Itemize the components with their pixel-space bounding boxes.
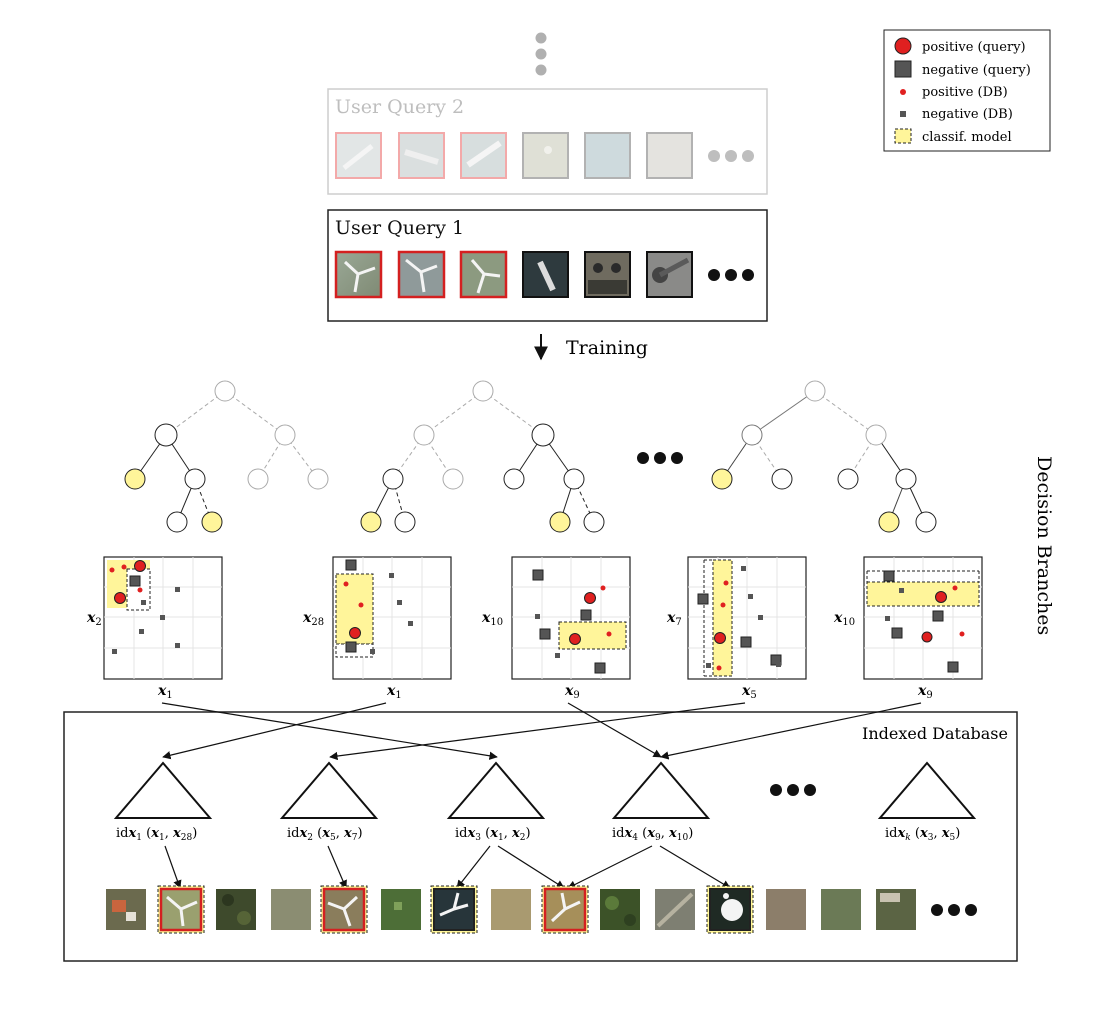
retrieval-arrows (164, 845, 731, 889)
db-thumb-retrieved (430, 885, 478, 934)
legend: positive (query) negative (query) positi… (883, 29, 1051, 152)
index-label-3: idx3 (x1, x2) (455, 826, 531, 843)
db-thumb (876, 889, 916, 930)
query1-thumb-negative (584, 251, 631, 298)
db-thumb (766, 889, 806, 930)
db-thumb (216, 889, 256, 930)
ellipsis-icon (637, 452, 683, 464)
decision-trees (124, 380, 937, 533)
legend-positive-query-icon (894, 37, 912, 55)
user-query-2-title: User Query 2 (335, 96, 464, 118)
mapping-arrows (161, 702, 922, 761)
db-thumb (271, 889, 311, 930)
legend-model-icon (894, 128, 912, 144)
legend-negative-query-icon (894, 60, 912, 78)
tree-1 (124, 380, 329, 533)
index-label-k: idxk (x3, x5) (885, 826, 960, 843)
tree-3 (711, 380, 937, 533)
plot-2-xlabel: x1 (386, 683, 402, 701)
scatter-plot-4 (687, 556, 807, 680)
index-labels: idx1 (x1, x28) idx2 (x5, x7) idx3 (x1, x… (116, 826, 960, 843)
query2-thumb-negative (584, 132, 631, 179)
db-thumb-retrieved (706, 885, 754, 934)
scatter-plot-3 (511, 556, 631, 680)
indexed-database-title: Indexed Database (862, 724, 1008, 743)
query1-thumbnails (334, 250, 754, 299)
ellipsis-icon (708, 150, 754, 162)
db-thumb (655, 889, 695, 930)
user-query-1-panel: User Query 1 (327, 209, 768, 322)
query2-thumbnails (335, 132, 754, 179)
index-label-4: idx4 (x9, x10) (612, 826, 693, 843)
scatter-plot-5 (863, 556, 983, 680)
plot-axis-labels: x2 x1 x28 x1 x10 x9 x7 x5 x10 x9 (86, 610, 933, 701)
user-query-2-panel: User Query 2 (327, 88, 768, 195)
index-triangles (113, 761, 977, 819)
query1-thumb-positive (334, 250, 383, 299)
query1-thumb-negative (522, 251, 569, 298)
index-tree-4 (611, 761, 711, 819)
ellipsis-icon (931, 904, 977, 916)
index-tree-1 (113, 761, 213, 819)
ellipsis-icon (770, 784, 816, 796)
legend-label-4: classif. model (922, 130, 1012, 145)
plot-5-xlabel: x9 (917, 683, 933, 701)
scatter-plots: x2 x1 x28 x1 x10 x9 x7 x5 x10 x9 (86, 556, 983, 701)
training-arrow: Training (534, 334, 648, 361)
indexed-database-panel (63, 711, 1018, 962)
legend-negative-db-icon (900, 111, 906, 117)
legend-label-0: positive (query) (922, 40, 1026, 55)
legend-label-1: negative (query) (922, 63, 1031, 78)
legend-label-2: positive (DB) (922, 85, 1008, 100)
index-tree-k (877, 761, 977, 819)
database-thumbnails (106, 885, 977, 934)
plot-1-ylabel: x2 (86, 610, 102, 628)
db-thumb-retrieved (320, 885, 368, 934)
index-tree-3 (446, 761, 546, 819)
db-thumb (106, 889, 146, 930)
plot-3-ylabel: x10 (481, 610, 503, 628)
db-thumb (600, 889, 640, 930)
query1-thumb-negative (646, 251, 693, 298)
index-tree-2 (279, 761, 379, 819)
user-query-1-title: User Query 1 (335, 217, 464, 239)
plot-2-ylabel: x28 (302, 610, 324, 628)
ellipsis-icon (708, 269, 754, 281)
db-thumb (821, 889, 861, 930)
plot-1-xlabel: x1 (157, 683, 173, 701)
tree-2 (360, 380, 605, 533)
legend-label-3: negative (DB) (922, 107, 1013, 122)
db-thumb (381, 889, 421, 930)
legend-positive-db-icon (900, 89, 906, 95)
index-label-1: idx1 (x1, x28) (116, 826, 197, 843)
query1-thumb-positive (397, 250, 446, 299)
scatter-plot-1 (103, 556, 223, 680)
query1-thumb-positive (459, 250, 508, 299)
plot-4-xlabel: x5 (741, 683, 757, 701)
plot-4-ylabel: x7 (666, 610, 682, 628)
decision-branches-label: Decision Branches (1033, 456, 1055, 635)
plot-5-ylabel: x10 (833, 610, 855, 628)
db-thumb (491, 889, 531, 930)
db-thumb-retrieved (541, 885, 589, 934)
ellipsis-vertical-icon (535, 32, 547, 76)
plot-3-xlabel: x9 (564, 683, 580, 701)
db-thumb-retrieved (157, 885, 205, 934)
query2-thumb-negative (646, 132, 693, 179)
index-label-2: idx2 (x5, x7) (287, 826, 363, 843)
query2-thumb-negative (522, 132, 569, 179)
training-label: Training (566, 337, 648, 359)
scatter-plot-2 (332, 556, 452, 680)
